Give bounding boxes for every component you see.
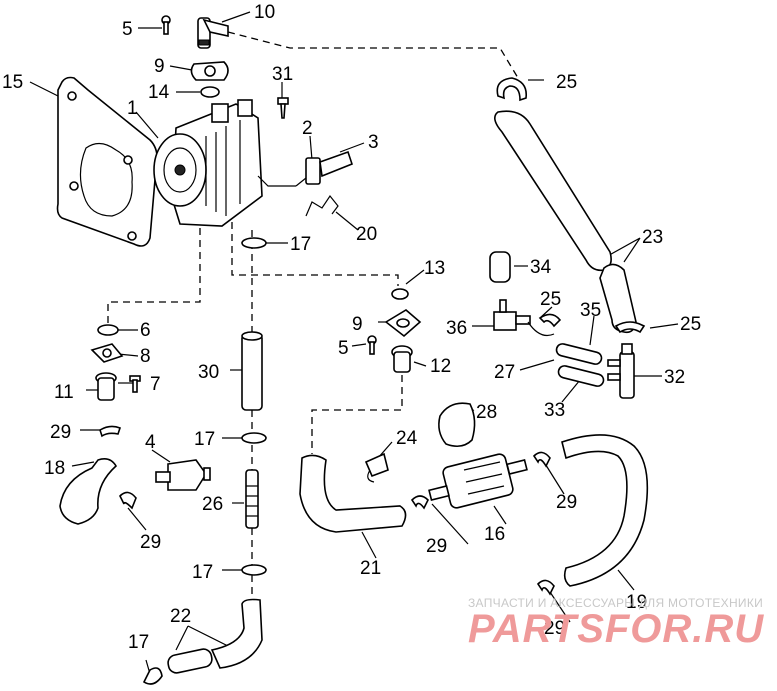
callout-25: 25 — [556, 72, 577, 93]
callout-16: 16 — [484, 524, 505, 545]
callout-4: 4 — [145, 432, 156, 453]
clamp-29-bottom — [536, 579, 555, 596]
watermark-logo: PARTSFOR.RU — [468, 607, 764, 651]
gasket-8 — [90, 343, 124, 363]
callout-33: 33 — [544, 400, 565, 421]
elbow-fitting-10 — [197, 17, 229, 49]
check-valve-26 — [245, 469, 259, 529]
callout-29: 29 — [556, 492, 577, 513]
callout-35: 35 — [580, 300, 601, 321]
callout-36: 36 — [446, 318, 467, 339]
callout-13: 13 — [424, 258, 445, 279]
callout-28: 28 — [476, 402, 497, 423]
clamp-17-lower — [241, 564, 267, 576]
callout-29: 29 — [544, 618, 565, 639]
clamp-25-small — [538, 313, 562, 328]
manifold-32 — [607, 343, 635, 399]
o-ring-14 — [200, 86, 220, 98]
fuel-filter-16 — [428, 453, 528, 509]
hose-21 — [299, 454, 407, 533]
callout-17: 17 — [194, 429, 215, 450]
callout-10: 10 — [254, 2, 275, 23]
callout-7: 7 — [150, 374, 161, 395]
callout-labels: 1 2 3 4 5 5 6 7 8 9 9 10 11 12 13 14 15 … — [2, 2, 701, 653]
callout-31: 31 — [272, 64, 293, 85]
callout-17: 17 — [192, 562, 213, 583]
callout-29: 29 — [426, 536, 447, 557]
callout-25: 25 — [680, 314, 701, 335]
leader-lines — [29, 11, 679, 675]
clamp-29-lower-left — [119, 491, 137, 510]
clip-24 — [364, 452, 389, 483]
watermark: ЗАПЧАСТИ И АКСЕССУАРЫ ДЛЯ МОТОТЕХНИКИ PA… — [468, 596, 764, 651]
gasket-6 — [97, 324, 119, 336]
callout-15: 15 — [2, 72, 23, 93]
watermark-caption: ЗАПЧАСТИ И АКСЕССУАРЫ ДЛЯ МОТОТЕХНИКИ — [468, 596, 763, 610]
valve-4 — [155, 459, 211, 491]
callout-1: 1 — [127, 98, 138, 119]
fitting-34 — [489, 251, 511, 283]
mounting-bracket-15 — [56, 76, 158, 247]
callout-14: 14 — [148, 82, 170, 103]
callout-24: 24 — [396, 428, 418, 449]
screw-5-top — [161, 15, 171, 35]
callout-20: 20 — [356, 224, 377, 245]
callout-9: 9 — [352, 314, 363, 335]
callout-5: 5 — [122, 19, 133, 40]
callout-25: 25 — [540, 289, 561, 310]
callout-12: 12 — [430, 356, 451, 377]
callout-17: 17 — [128, 632, 149, 653]
callout-2: 2 — [302, 118, 313, 139]
gasket-9-top — [190, 61, 229, 81]
fitting-12 — [391, 345, 413, 373]
callout-18: 18 — [44, 458, 65, 479]
hose-30 — [241, 331, 263, 411]
callout-11: 11 — [54, 382, 74, 403]
sensor-2-3 — [295, 150, 353, 187]
fuel-line-23 — [494, 110, 637, 334]
clip-20 — [305, 194, 339, 217]
callout-32: 32 — [664, 367, 685, 388]
callout-6: 6 — [140, 320, 151, 341]
gasket-9-middle — [384, 309, 422, 338]
screw-31 — [277, 97, 289, 119]
callout-21: 21 — [360, 558, 381, 579]
callout-5: 5 — [338, 338, 349, 359]
clamp-17-upper — [241, 237, 267, 249]
fuel-pump-assembly-1 — [153, 99, 296, 227]
callout-30: 30 — [198, 362, 219, 383]
clamp-28 — [438, 402, 476, 448]
clamp-29-left — [99, 425, 121, 438]
callout-34: 34 — [530, 257, 552, 278]
callout-29: 29 — [140, 532, 161, 553]
clamp-25-top — [496, 77, 528, 102]
fitting-11 — [95, 372, 117, 401]
clamp-17-bottom — [142, 667, 163, 685]
callout-22: 22 — [170, 606, 191, 627]
callout-26: 26 — [202, 494, 223, 515]
callout-19: 19 — [626, 592, 647, 613]
hose-22 — [167, 598, 263, 674]
clamp-17-middle — [241, 432, 267, 444]
callout-29: 29 — [50, 422, 71, 443]
callout-17: 17 — [290, 234, 311, 255]
t-fitting-36 — [493, 299, 555, 337]
clamp-25-right — [614, 321, 646, 334]
callout-3: 3 — [368, 132, 379, 153]
o-ring-13 — [391, 288, 409, 300]
screw-5-middle — [367, 335, 377, 355]
callout-23: 23 — [642, 227, 663, 248]
clamp-29-filter-right — [532, 451, 551, 468]
hose-19 — [561, 434, 649, 587]
hose-18 — [59, 458, 118, 525]
hoses-27-33-35 — [555, 343, 605, 387]
callout-27: 27 — [494, 362, 515, 383]
screw-7 — [129, 375, 141, 393]
clamp-29-filter-left — [410, 495, 429, 510]
callout-9: 9 — [154, 56, 165, 77]
callout-8: 8 — [140, 346, 151, 367]
